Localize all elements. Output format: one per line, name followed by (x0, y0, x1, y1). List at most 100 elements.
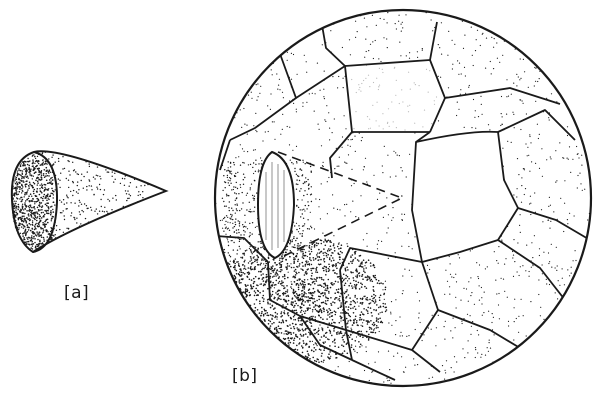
stipple-dot (132, 158, 133, 159)
stipple-dot (79, 200, 80, 201)
stipple-dot (548, 206, 549, 207)
stipple-dot (373, 322, 375, 324)
stipple-dot (228, 303, 230, 305)
stipple-dot (241, 314, 243, 316)
stipple-dot (444, 294, 445, 295)
stipple-dot (29, 205, 31, 207)
stipple-dot (296, 345, 298, 347)
stipple-dot (33, 212, 35, 214)
stipple-dot (14, 248, 15, 249)
stipple-dot (373, 286, 375, 288)
stipple-dot (99, 184, 100, 185)
stipple-dot (464, 35, 465, 36)
stipple-dot (311, 275, 313, 277)
stipple-dot (348, 285, 350, 287)
stipple-dot (36, 201, 38, 203)
stipple-dot (334, 302, 336, 304)
stipple-dot (293, 290, 295, 292)
stipple-dot (369, 329, 370, 330)
stipple-dot (273, 322, 275, 324)
stipple-dot (405, 367, 406, 368)
stipple-dot (456, 281, 457, 282)
stipple-dot (548, 57, 549, 58)
stipple-dot (361, 345, 362, 346)
stipple-dot (316, 269, 318, 271)
stipple-dot (302, 300, 304, 302)
stipple-dot (18, 206, 19, 207)
stipple-dot (303, 249, 304, 250)
stipple-dot (278, 355, 280, 357)
stipple-dot (53, 211, 55, 213)
stipple-dot (322, 44, 323, 45)
stipple-dot (333, 235, 334, 236)
stipple-dot (132, 218, 133, 219)
stipple-dot (419, 300, 420, 301)
stipple-dot (11, 158, 12, 159)
stipple-dot (21, 178, 23, 180)
stipple-dot (471, 326, 472, 327)
stipple-dot (243, 108, 244, 109)
stipple-dot (287, 265, 289, 267)
stipple-dot (236, 210, 237, 211)
stipple-dot (508, 321, 509, 322)
stipple-dot (156, 163, 157, 164)
stipple-dot (450, 330, 451, 331)
stipple-dot (112, 176, 113, 177)
stipple-dot (278, 282, 280, 284)
stipple-dot (315, 316, 317, 318)
stipple-dot (262, 277, 264, 279)
stipple-dot (581, 155, 582, 156)
stipple-dot (356, 298, 358, 300)
stipple-dot (370, 265, 372, 267)
stipple-dot (364, 166, 365, 167)
stipple-dot (539, 78, 540, 79)
stipple-dot (378, 280, 380, 282)
stipple-dot (313, 298, 315, 300)
stipple-dot (36, 191, 38, 193)
stipple-dot (142, 197, 143, 198)
stipple-dot (454, 371, 455, 372)
stipple-dot (123, 154, 124, 155)
stipple-dot (42, 187, 44, 189)
stipple-dot (18, 252, 19, 253)
stipple-dot (314, 228, 315, 229)
stipple-dot (266, 356, 267, 357)
stipple-dot (243, 230, 244, 231)
stipple-dot (299, 278, 301, 280)
stipple-dot (46, 167, 48, 169)
stipple-dot (552, 316, 553, 317)
stipple-dot (294, 363, 296, 365)
stipple-dot (278, 343, 280, 345)
stipple-dot (299, 180, 300, 181)
stipple-dot (155, 231, 156, 232)
stipple-dot (362, 313, 364, 315)
stipple-dot (229, 177, 230, 178)
stipple-dot (277, 269, 279, 271)
stipple-dot (323, 166, 324, 167)
stipple-dot (277, 349, 279, 351)
stipple-dot (23, 169, 24, 170)
stipple-dot (538, 138, 539, 139)
stipple-dot (529, 136, 530, 137)
stipple-dot (358, 217, 359, 218)
stipple-dot (261, 160, 262, 161)
stipple-dot (19, 239, 21, 241)
stipple-dot (49, 250, 50, 251)
stipple-dot (507, 297, 508, 298)
stipple-dot (260, 86, 261, 87)
stipple-dot (520, 58, 521, 59)
stipple-dot (283, 285, 285, 287)
stipple-dot (222, 283, 224, 285)
stipple-dot (231, 240, 232, 241)
stipple-dot (43, 173, 45, 175)
stipple-dot (235, 173, 236, 174)
stipple-dot (559, 374, 560, 375)
stipple-dot (129, 229, 130, 230)
stipple-dot (240, 257, 241, 258)
stipple-dot (382, 172, 383, 173)
stipple-dot (255, 23, 256, 24)
stipple-dot (228, 299, 230, 301)
stipple-dot (302, 199, 303, 200)
stipple-dot (339, 300, 341, 302)
stipple-dot (262, 42, 263, 43)
